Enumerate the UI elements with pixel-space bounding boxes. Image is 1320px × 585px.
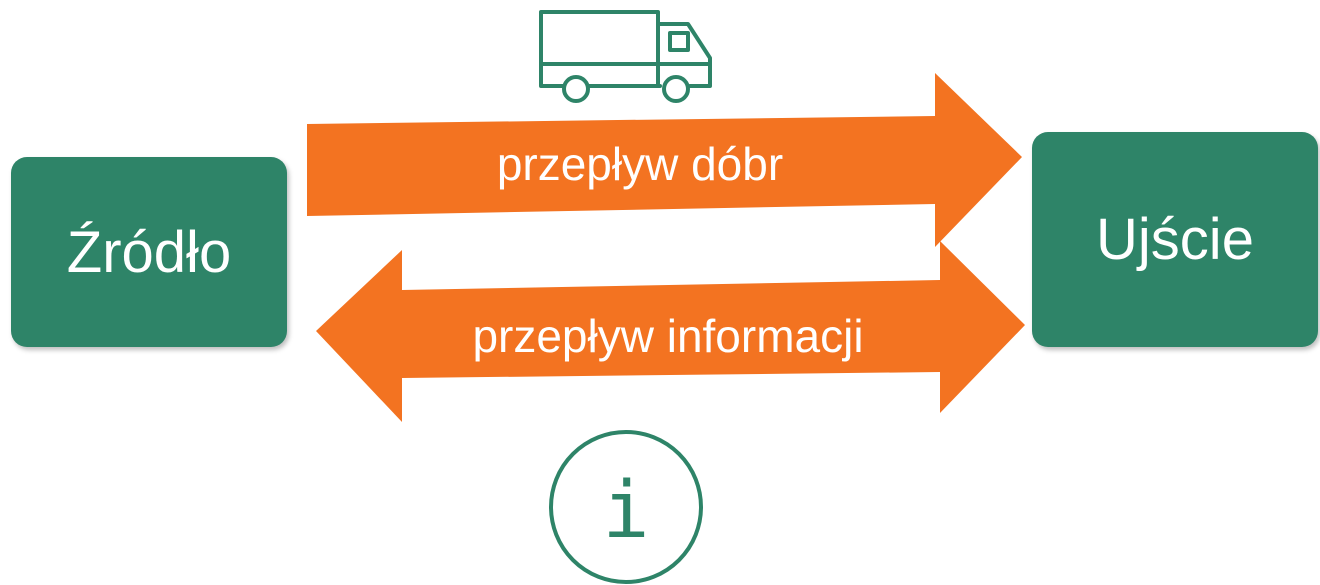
info-icon-glyph: i (603, 466, 650, 556)
source-node: Źródło (11, 157, 287, 347)
information-flow-arrow: przepływ informacji (316, 241, 1025, 422)
goods-flow-arrow-shape (307, 73, 1022, 247)
sink-node: Ujście (1032, 132, 1318, 347)
source-node-label: Źródło (66, 219, 232, 285)
truck-icon (539, 10, 712, 103)
goods-flow-arrow: przepływ dóbr (307, 73, 1022, 247)
info-icon: i (549, 430, 703, 584)
information-flow-arrow-shape (316, 241, 1025, 422)
goods-flow-label: przepływ dóbr (497, 138, 783, 190)
sink-node-label: Ujście (1096, 207, 1254, 272)
information-flow-label: przepływ informacji (472, 310, 863, 362)
